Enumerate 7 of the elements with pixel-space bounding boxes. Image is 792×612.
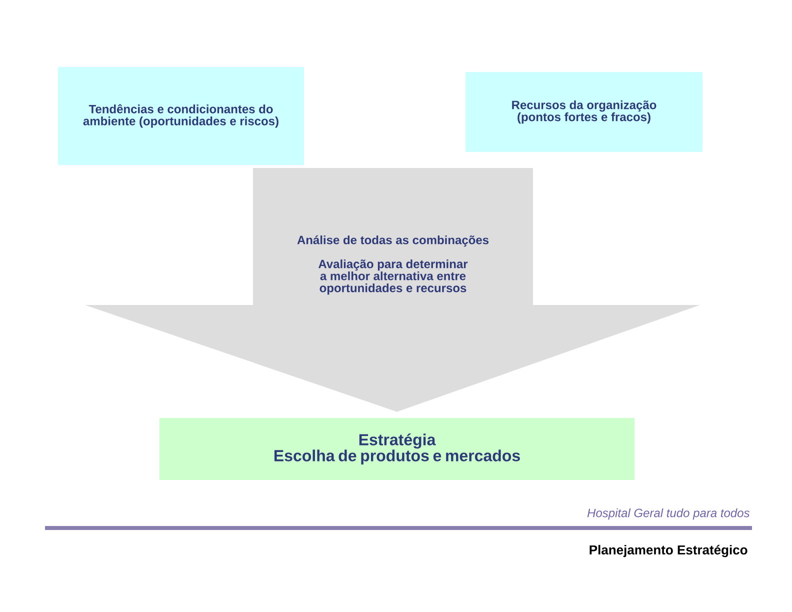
result-box: Estratégia Escolha de produtos e mercados xyxy=(160,418,634,480)
footer-subtitle: Hospital Geral tudo para todos xyxy=(587,508,750,520)
input-box: Recursos da organização (pontos fortes e fracos) xyxy=(466,72,702,152)
process-arrow: Análise de todas as combinações Avaliação para determinar a melhor alternativa entre oportunidades e recursos xyxy=(297,235,489,295)
block-arrow xyxy=(85,168,700,412)
footer-title: Planejamento Estratégico xyxy=(590,544,748,558)
input-box: Tendências e condicionantes do ambiente (oportunidades e riscos) xyxy=(58,67,304,165)
